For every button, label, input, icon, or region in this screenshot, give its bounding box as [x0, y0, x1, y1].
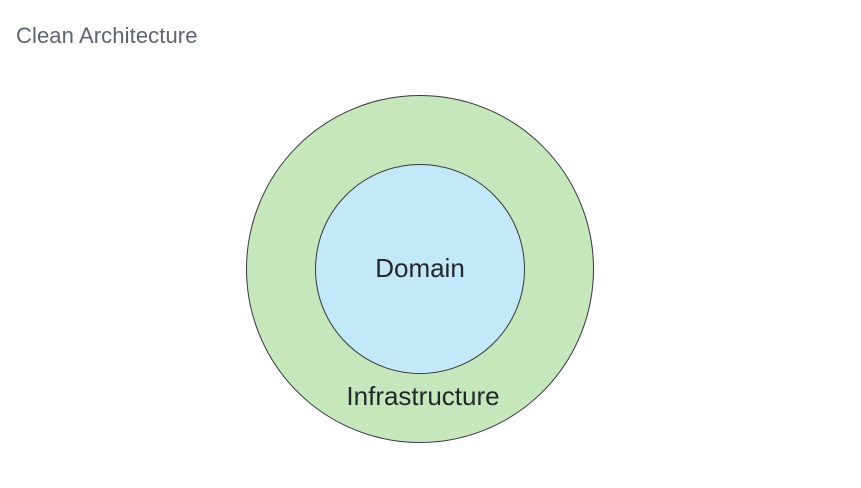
circle-domain[interactable]	[315, 164, 525, 374]
label-infrastructure: Infrastructure	[346, 381, 500, 411]
page-title: Clean Architecture	[16, 23, 198, 48]
label-domain: Domain	[375, 253, 465, 283]
